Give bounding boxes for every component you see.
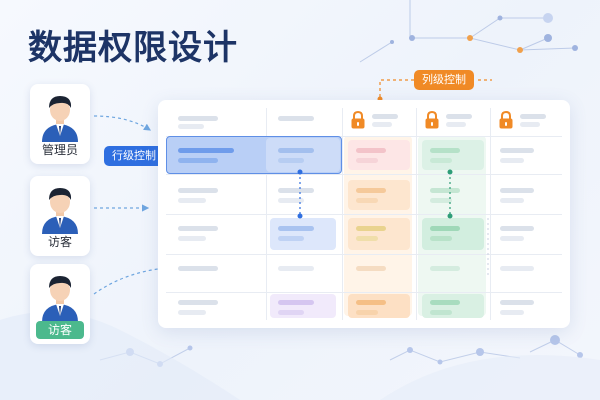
user-card-guest-active[interactable]: 访客 xyxy=(30,264,90,344)
data-table xyxy=(158,100,570,328)
lock-icon xyxy=(425,110,439,129)
user-card-admin[interactable]: 管理员 xyxy=(30,84,90,164)
page-title: 数据权限设计 xyxy=(28,28,238,68)
lock-icon xyxy=(499,110,513,129)
user-avatar-icon xyxy=(42,188,78,234)
lock-icon xyxy=(351,110,365,129)
user-label-active: 访客 xyxy=(36,321,84,339)
cell-links xyxy=(297,169,489,276)
user-avatar-icon xyxy=(42,96,78,142)
user-card-guest[interactable]: 访客 xyxy=(30,176,90,256)
user-avatar-icon xyxy=(42,276,78,322)
user-label: 管理员 xyxy=(41,143,78,157)
row-control-tag: 行级控制 xyxy=(104,146,164,166)
user-label: 访客 xyxy=(47,235,72,249)
column-control-tag: 列级控制 xyxy=(414,70,474,90)
